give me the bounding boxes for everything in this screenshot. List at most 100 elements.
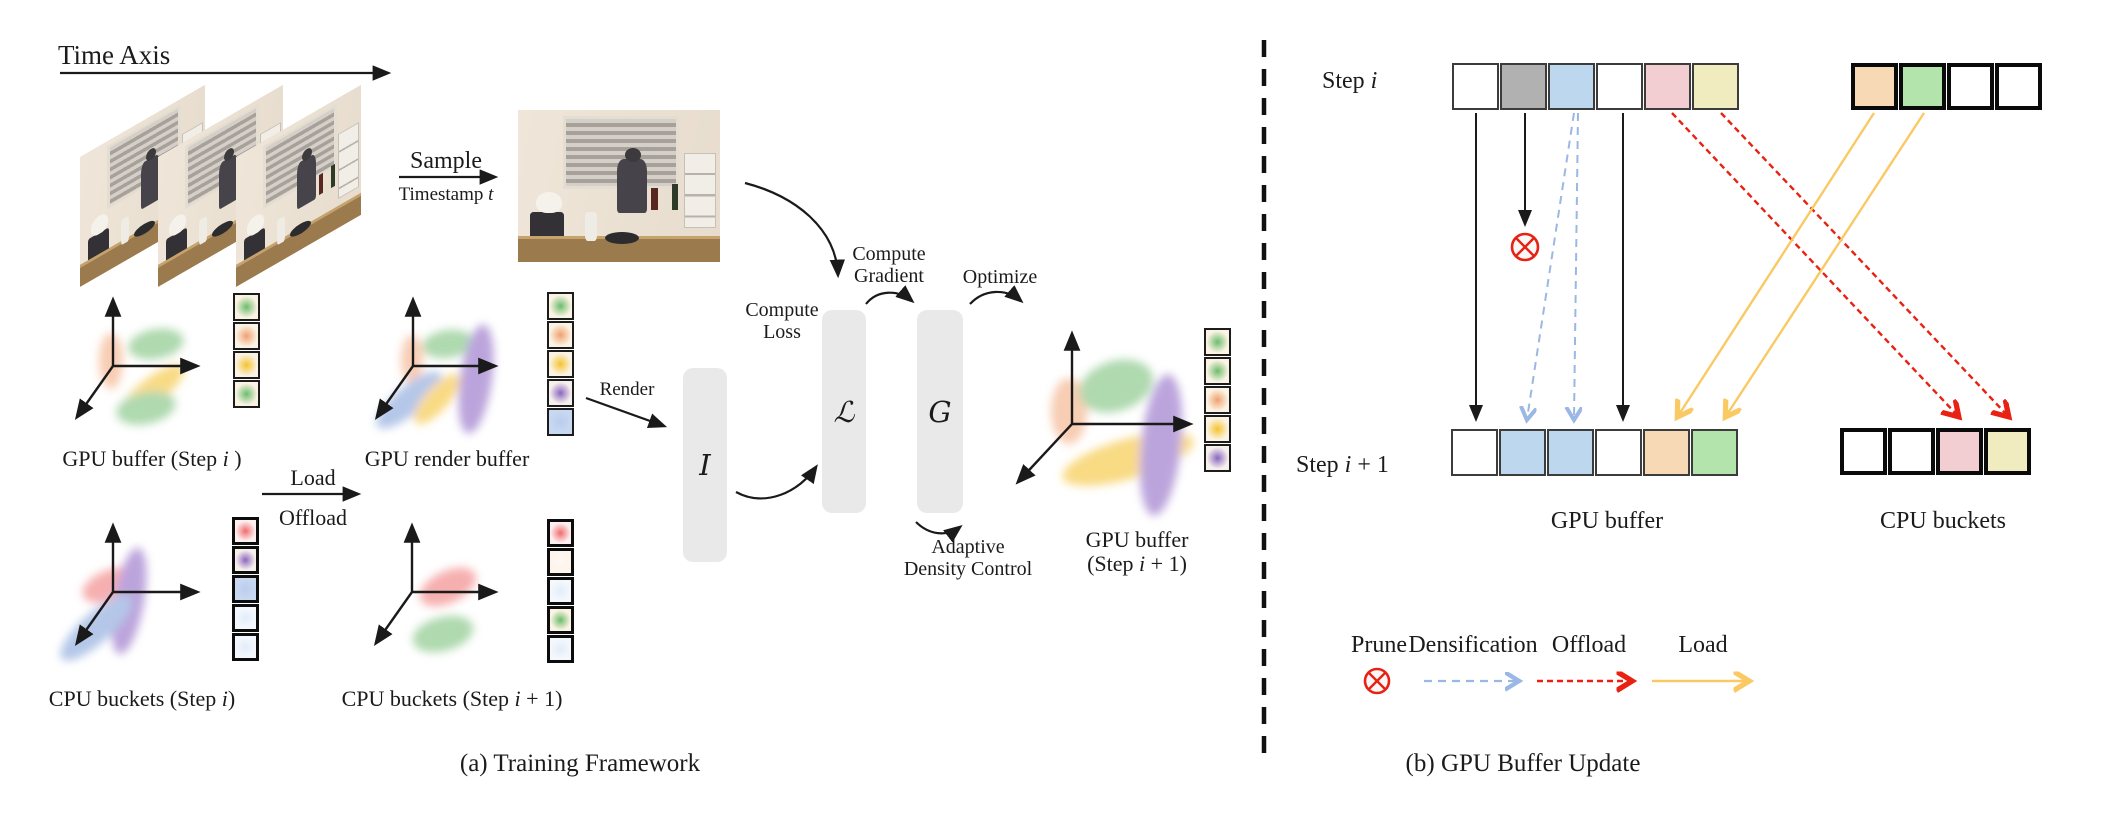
buffer-cell-gray [1500,63,1547,110]
step-i1-gpu-buffer-row [1451,429,1738,476]
bottle [651,187,659,211]
pan [604,231,640,244]
step-i-gpu-buffer-row [1452,63,1739,110]
axes-lines [74,296,1194,646]
step-i-cpu-buckets-row [1851,63,2042,110]
buffer-cell-pink [1644,63,1691,110]
cpu-buckets-step-i1-label: CPU buckets (Step i + 1) [341,686,563,711]
paper-towel [121,215,129,245]
optimize-label: Optimize [962,266,1038,288]
buffer-cell-white [1947,63,1994,110]
gpu-buffer-row-label: GPU buffer [1550,508,1664,534]
buffer-cell-white [1840,428,1887,475]
cpu-buckets-step-i-column [232,517,259,661]
adc-function-symbol: G [928,394,952,429]
buffer-cell-green [233,293,260,321]
gpu-render-buffer-label: GPU render buffer [364,446,530,471]
dog [536,192,563,214]
gpu-buffer-step-i1-column [1204,328,1231,472]
adc-function-block: G [917,310,963,513]
buffer-cell-yellow [547,350,574,378]
prune-icon [1363,232,1540,695]
paper-towel [199,215,207,245]
buffer-cell-green [1691,429,1738,476]
buffer-cell-orange [1204,386,1231,414]
step-i1-cpu-buckets-row [1840,428,2031,475]
person-head [625,148,642,162]
buffer-cell-green [1204,357,1231,385]
sample-label: Sample [410,148,482,174]
buffer-cell-red [547,519,574,547]
buffer-cell-green [1899,63,1946,110]
buffer-cell-faint_blue [232,604,259,632]
buffer-cell-pink [1936,428,1983,475]
buffer-cell-orange [233,322,260,350]
render-function-symbol: I [699,448,711,482]
timestamp-label: Timestamp t [398,184,494,205]
buffer-cell-yellow [233,351,260,379]
paper-towel [584,211,597,241]
legend-prune-label: Prune [1351,632,1407,658]
bottle [318,173,323,196]
bottle [331,163,335,188]
gpu-buffer-step-i-label: GPU buffer (Step i ) [62,446,242,471]
buffer-cell-blue [1548,63,1595,110]
buffer-cell-yellow [1692,63,1739,110]
offload-label: Offload [278,505,348,530]
buffer-cell-faint_blue [547,577,574,605]
panel-b-caption: (b) GPU Buffer Update [1405,750,1641,777]
panel-b-connectors [1469,112,2008,419]
panel-a-arrows [60,65,1024,543]
cpu-buckets-step-i1-column [547,519,574,663]
step-i-label: Step i [1322,68,1378,94]
buffer-cell-faint_blue [547,635,574,663]
buffer-cell-white [1452,63,1499,110]
person-body [297,152,316,211]
buffer-cell-white [1595,429,1642,476]
buffer-cell-white [1888,428,1935,475]
time-axis-label: Time Axis [58,40,171,70]
gaussian-blobs [60,324,1194,661]
paper-towel [277,215,285,245]
buffer-cell-blue [1547,429,1594,476]
buffer-cell-red [232,517,259,545]
buffer-cell-white [1451,429,1498,476]
shelf [337,122,359,200]
legend-load-label: Load [1678,632,1728,658]
buffer-cell-purple [1204,444,1231,472]
shelf [683,152,716,228]
loss-function-symbol: ℒ [833,394,855,429]
bottle [671,184,678,211]
buffer-cell-orange [547,321,574,349]
buffer-cell-faint_blue [232,633,259,661]
load-label: Load [290,465,336,490]
buffer-cell-blue_solid [232,575,259,603]
gpu-buffer-step-i1-label: GPU buffer (Step i + 1) [1085,527,1189,576]
buffer-cell-green [1204,328,1231,356]
buffer-cell-green [547,292,574,320]
render-label: Render [599,379,655,400]
panel-a-caption: (a) Training Framework [459,750,701,777]
sampled-frame-photo [518,110,720,262]
legend-densification-label: Densification [1408,632,1538,658]
gpu-render-buffer-column [547,292,574,436]
buffer-cell-blue_solid [547,408,574,436]
buffer-cell-yellow [1204,415,1231,443]
cpu-buckets-row-label: CPU buckets [1880,508,2006,534]
buffer-cell-peach [1643,429,1690,476]
buffer-cell-purple [547,379,574,407]
buffer-cell-green [233,380,260,408]
cpu-buckets-step-i-label: CPU buckets (Step i) [48,686,236,711]
buffer-cell-blue [1499,429,1546,476]
gpu-buffer-step-i-column [233,293,260,408]
person-body [616,158,648,214]
buffer-cell-purple [232,546,259,574]
loss-function-block: ℒ [822,310,866,513]
buffer-cell-white [1596,63,1643,110]
buffer-cell-white [1995,63,2042,110]
step-i1-label: Step i + 1 [1296,452,1389,478]
